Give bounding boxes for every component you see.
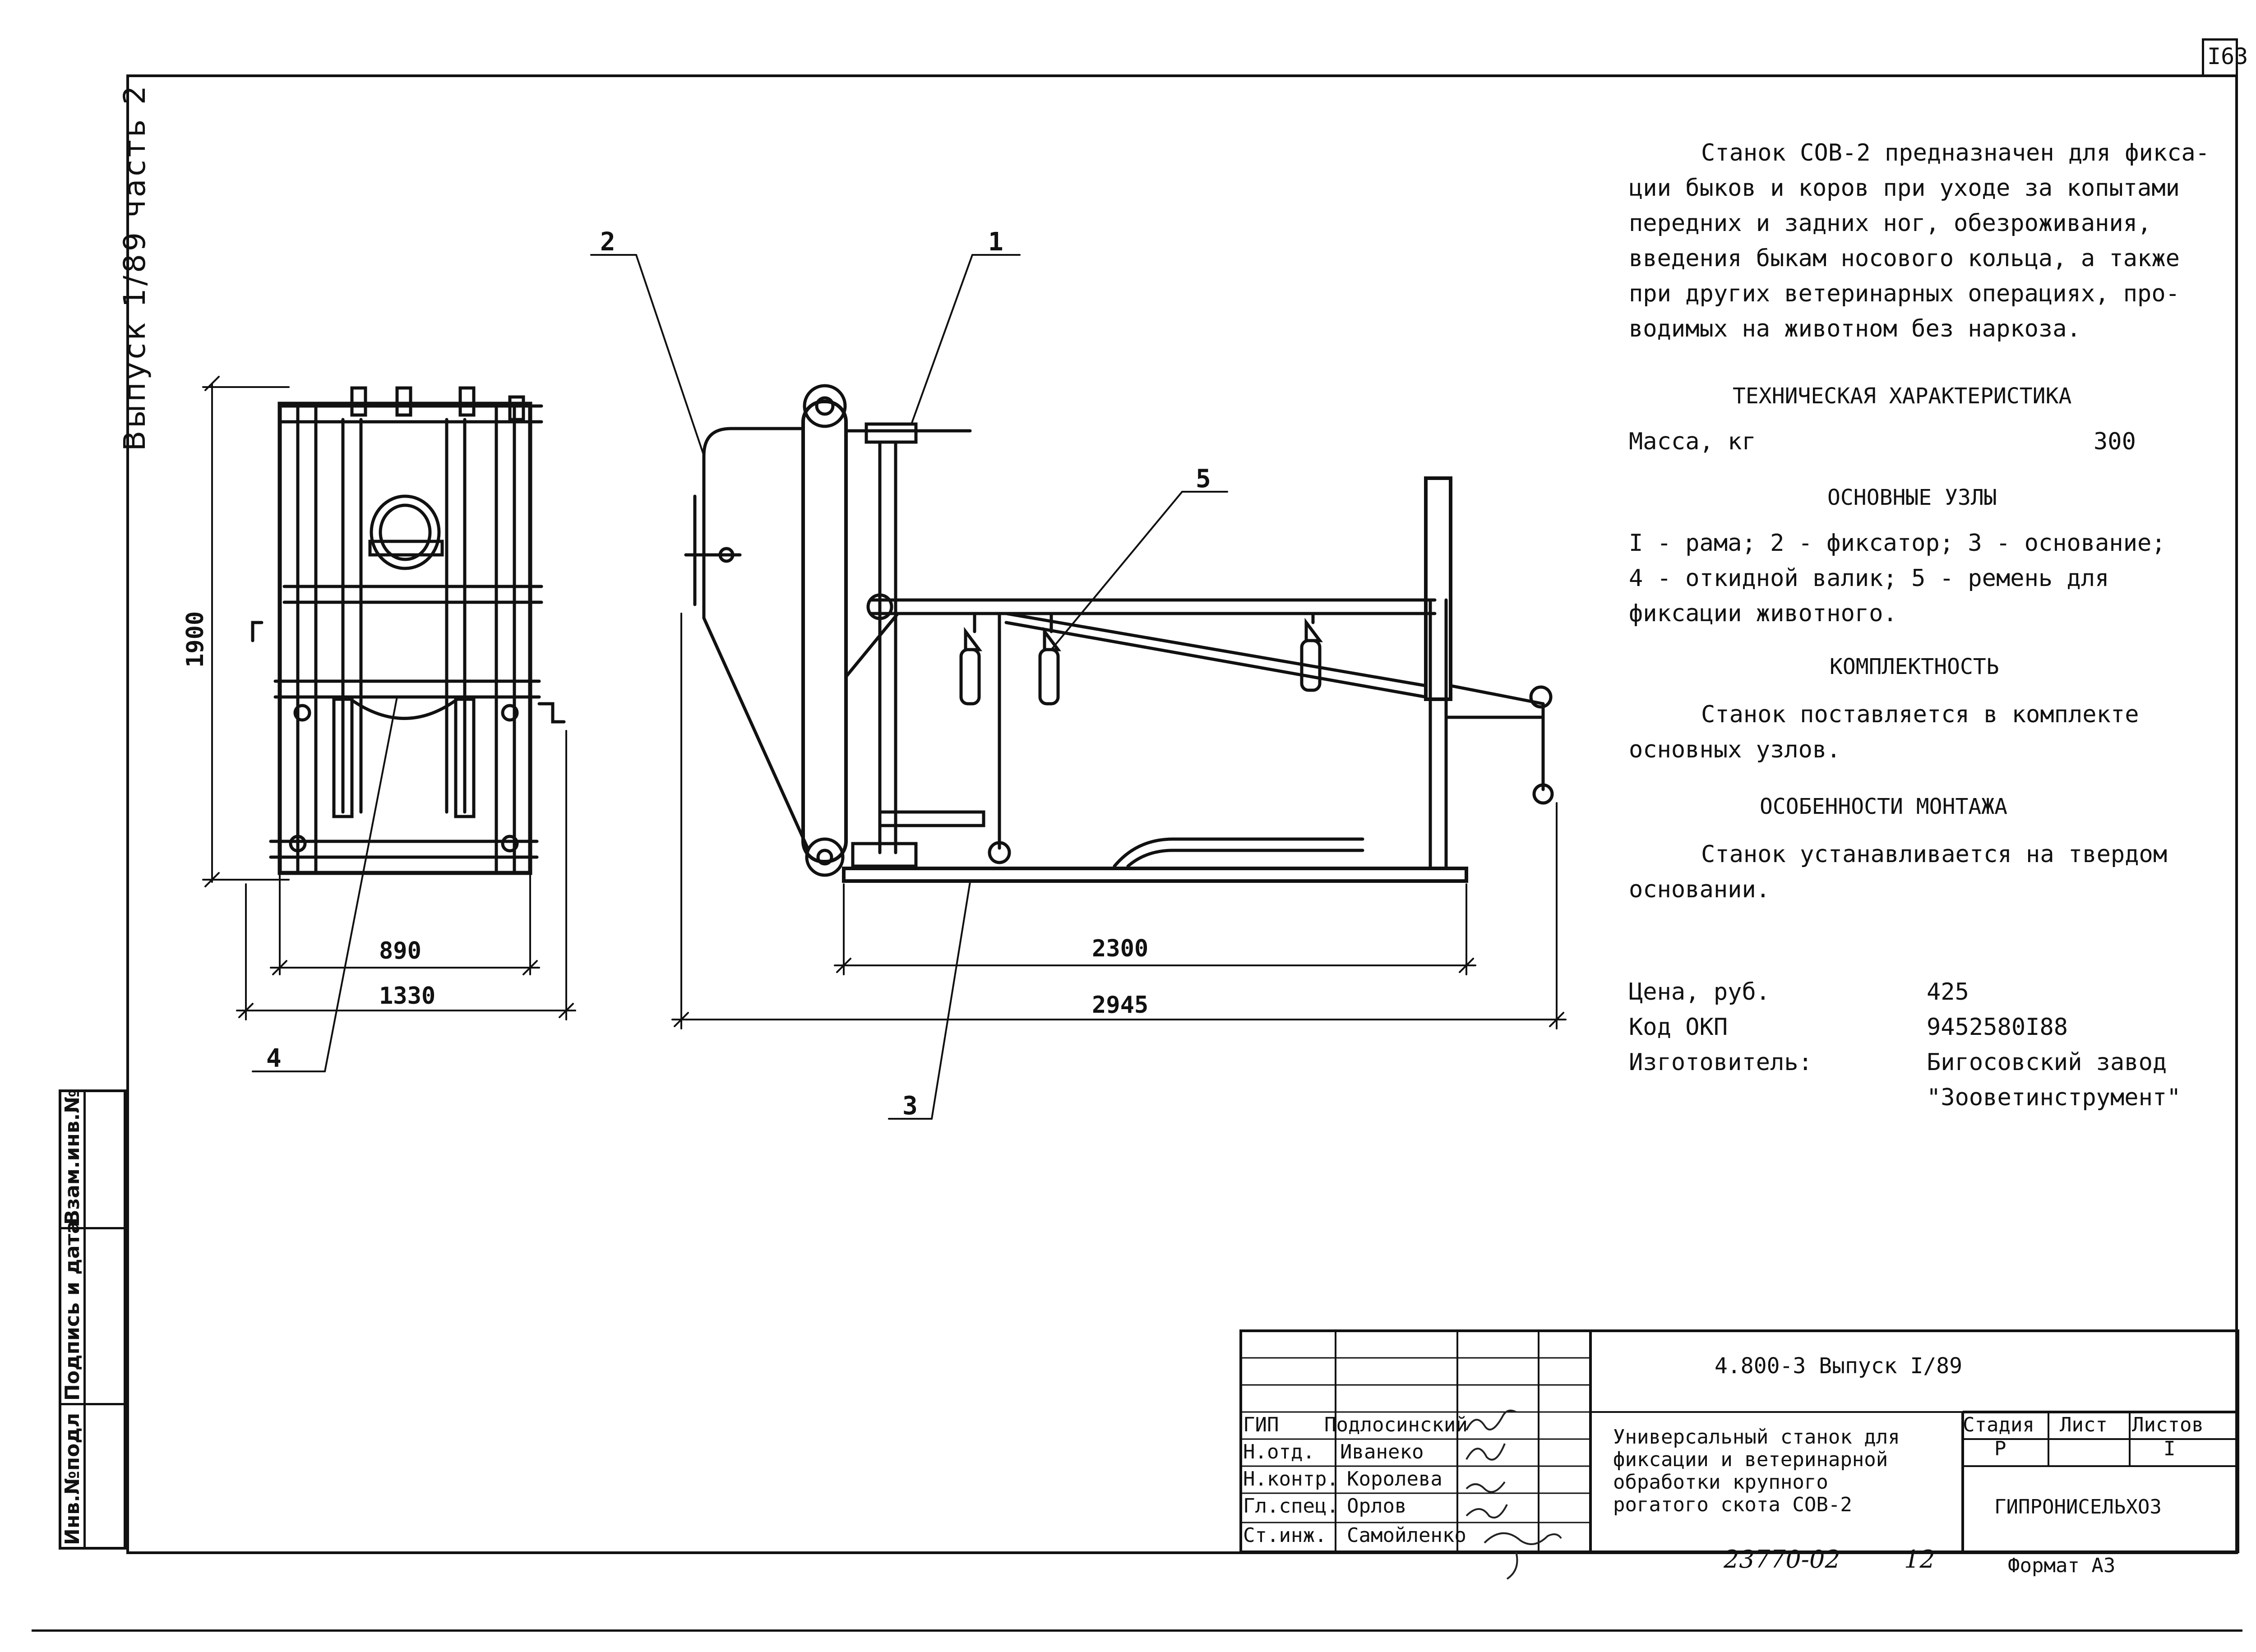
paper-format: Формат А3 <box>2008 1554 2116 1577</box>
callout-5: 5 <box>1196 464 1211 494</box>
description-line: водимых на животном без наркоза. <box>1629 315 2081 342</box>
drawing-frame <box>126 74 2238 1554</box>
kit-heading: КОМПЛЕКТНОСТЬ <box>1830 654 1999 679</box>
archive-number: 23770-02 <box>1724 1545 1840 1574</box>
page-number-box <box>2202 38 2238 77</box>
dim-1330: 1330 <box>379 983 435 1010</box>
organization: ГИПРОНИСЕЛЬХОЗ <box>1994 1495 2162 1518</box>
drawing-title-line: обработки крупного <box>1613 1471 1828 1494</box>
callout-3: 3 <box>902 1091 918 1121</box>
sheet-label: Лист <box>2060 1413 2108 1436</box>
description-block: Станок СОВ-2 предназначен для фикса- ции… <box>1629 135 2210 346</box>
description-line: ции быков и коров при уходе за копытами <box>1629 175 2180 202</box>
mount-line: Станок устанавливается на твердом <box>1701 841 2168 868</box>
mount-heading: ОСОБЕННОСТИ МОНТАЖА <box>1760 794 2008 819</box>
staff-name: Орлов <box>1347 1495 1407 1518</box>
callout-1: 1 <box>988 227 1003 257</box>
maker-label: Изготовитель: <box>1629 1049 1812 1076</box>
units-heading: ОСНОВНЫЕ УЗЛЫ <box>1827 485 1997 510</box>
maker-line: Бигосовский завод <box>1927 1049 2167 1076</box>
staff-name: Самойленко <box>1347 1524 1466 1547</box>
okp-label: Код ОКП <box>1629 1014 1728 1041</box>
kit-line: Станок поставляется в комплекте <box>1701 701 2139 728</box>
doc-code: 4.800-3 Выпуск I/89 <box>1715 1353 1963 1379</box>
side-stamp-divider-3 <box>59 1227 126 1229</box>
drawing-title-line: фиксации и ветеринарной <box>1613 1448 1888 1471</box>
mass-label: Масса, кг <box>1629 428 1756 455</box>
sheets-label: Листов <box>2132 1413 2204 1436</box>
signatures <box>1465 1409 1562 1580</box>
side-stamp-divider-1 <box>83 1089 86 1550</box>
price-value: 425 <box>1927 978 1969 1006</box>
sheets-value: I <box>2164 1437 2176 1460</box>
side-stamp <box>59 1089 126 1550</box>
tech-heading: ТЕХНИЧЕСКАЯ ХАРАКТЕРИСТИКА <box>1733 383 2072 409</box>
description-line: при других ветеринарных операциях, про- <box>1629 280 2180 307</box>
side-stamp-divider-2 <box>59 1403 126 1405</box>
units-line: I - рама; 2 - фиксатор; 3 - основание; <box>1629 530 2166 557</box>
staff-name: Иванеко <box>1340 1440 1424 1463</box>
dim-2300: 2300 <box>1092 935 1148 962</box>
staff-role: Н.контр. <box>1243 1467 1339 1490</box>
dim-height: 1900 <box>182 611 209 668</box>
front-dimensions <box>202 376 576 1072</box>
units-line: 4 - откидной валик; 5 - ремень для <box>1629 565 2109 592</box>
bottom-rule <box>32 1629 2242 1632</box>
stage-value: Р <box>1994 1437 2006 1460</box>
staff-role: ГИП <box>1243 1413 1279 1436</box>
dim-890: 890 <box>379 937 421 964</box>
price-label: Цена, руб. <box>1629 978 1771 1006</box>
maker-line: "Зооветинструмент" <box>1927 1084 2181 1111</box>
callout-2: 2 <box>600 227 615 257</box>
staff-name: Королева <box>1347 1467 1442 1490</box>
description-line: передних и задних ног, обезроживания, <box>1629 210 2152 237</box>
mass-value: 300 <box>2094 428 2136 455</box>
side-dimensions <box>590 254 1567 1120</box>
front-view <box>251 386 566 875</box>
drawing-title-line: рогатого скота СОВ-2 <box>1613 1493 1852 1516</box>
dim-2945: 2945 <box>1092 992 1148 1019</box>
page-number: I63 <box>2207 43 2248 69</box>
kit-line: основных узлов. <box>1629 736 1841 763</box>
side-view <box>684 384 1554 883</box>
okp-value: 9452580I88 <box>1927 1014 2068 1041</box>
drawing-title-line: Универсальный станок для <box>1613 1426 1900 1449</box>
staff-role: Н.отд. <box>1243 1440 1315 1463</box>
staff-role: Ст.инж. <box>1243 1524 1327 1547</box>
description-line: введения быкам носового кольца, а также <box>1629 245 2180 272</box>
callout-4: 4 <box>266 1044 282 1073</box>
units-line: фиксации животного. <box>1629 600 1897 627</box>
archive-sheet: 12 <box>1904 1545 1935 1574</box>
stage-label: Стадия <box>1963 1413 2034 1436</box>
staff-role: Гл.спец. <box>1243 1495 1339 1518</box>
description-line: Станок СОВ-2 предназначен для фикса- <box>1701 139 2210 166</box>
mount-line: основании. <box>1629 876 1771 903</box>
staff-name: Подлосинский <box>1324 1413 1468 1436</box>
